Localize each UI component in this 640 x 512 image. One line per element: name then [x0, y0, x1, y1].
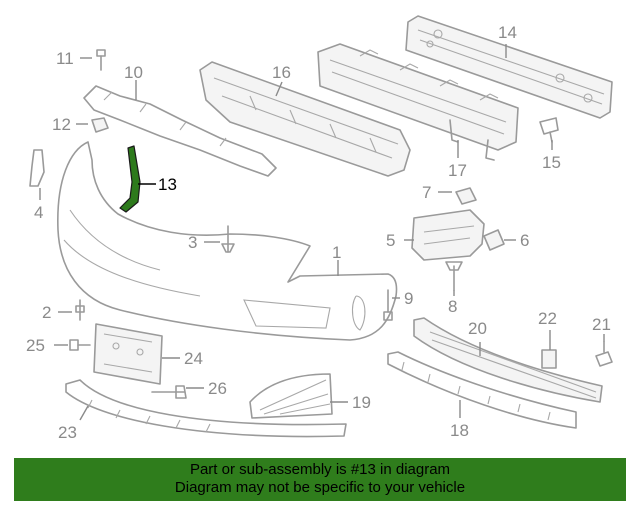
callout-10[interactable]: 10 — [124, 63, 143, 82]
part-5-housing[interactable] — [411, 209, 485, 261]
part-2-bolt[interactable] — [75, 299, 85, 321]
callout-20[interactable]: 20 — [468, 319, 487, 338]
part-21-bolt[interactable] — [595, 341, 613, 367]
part-22-plug[interactable] — [541, 349, 557, 369]
callout-13[interactable]: 13 — [158, 175, 177, 194]
banner-line-1: Part or sub-assembly is #13 in diagram — [189, 461, 451, 478]
part-7-nut[interactable] — [455, 187, 477, 205]
callout-25[interactable]: 25 — [26, 336, 45, 355]
callout-labels: 11 10 12 4 13 14 16 17 15 7 5 6 3 1 8 9 … — [26, 23, 611, 442]
part-17-absorber[interactable] — [317, 43, 519, 161]
part-14-impact-bar[interactable] — [405, 15, 613, 119]
part-18-lower-grille[interactable] — [387, 351, 577, 429]
part-13-bracket-highlighted[interactable] — [119, 145, 141, 213]
leader-lines — [39, 44, 605, 421]
callout-2[interactable]: 2 — [42, 303, 51, 322]
part-4-bracket[interactable] — [29, 149, 45, 187]
part-19-bezel[interactable] — [249, 373, 333, 419]
callout-18[interactable]: 18 — [450, 421, 469, 440]
callout-12[interactable]: 12 — [52, 115, 71, 134]
part-12-nut[interactable] — [91, 117, 109, 133]
callout-9[interactable]: 9 — [404, 289, 413, 308]
callout-15[interactable]: 15 — [542, 153, 561, 172]
part-8-pin[interactable] — [445, 261, 463, 291]
info-banner: Part or sub-assembly is #13 in diagram D… — [14, 458, 626, 501]
parts-diagram: 11 10 12 4 13 14 16 17 15 7 5 6 3 1 8 9 … — [26, 15, 613, 442]
part-23-molding[interactable] — [65, 379, 347, 438]
callout-8[interactable]: 8 — [448, 297, 457, 316]
callout-1[interactable]: 1 — [332, 243, 341, 262]
callout-21[interactable]: 21 — [592, 315, 611, 334]
callout-22[interactable]: 22 — [538, 309, 557, 328]
callout-16[interactable]: 16 — [272, 63, 291, 82]
banner-line-2: Diagram may not be specific to your vehi… — [174, 479, 466, 496]
part-24-license-bracket[interactable] — [93, 323, 163, 385]
part-11-bolt[interactable] — [96, 49, 106, 71]
callout-4[interactable]: 4 — [34, 203, 43, 222]
callout-11[interactable]: 11 — [56, 49, 74, 68]
callout-23[interactable]: 23 — [58, 423, 77, 442]
part-1-bumper-cover[interactable] — [57, 141, 398, 341]
part-25-bolt[interactable] — [69, 339, 91, 351]
part-15-pin[interactable] — [539, 117, 559, 143]
part-20-grille[interactable] — [413, 317, 603, 403]
callout-24[interactable]: 24 — [184, 349, 203, 368]
part-6-clip[interactable] — [483, 229, 505, 251]
callout-5[interactable]: 5 — [386, 231, 395, 250]
callout-17[interactable]: 17 — [448, 161, 467, 180]
part-16-absorber[interactable] — [199, 61, 411, 177]
part-3-pin[interactable] — [221, 225, 235, 253]
part-9-bolt[interactable] — [383, 289, 393, 321]
callout-6[interactable]: 6 — [520, 231, 529, 250]
part-10-bracket[interactable] — [83, 85, 277, 177]
callout-19[interactable]: 19 — [352, 393, 371, 412]
callout-26[interactable]: 26 — [208, 379, 227, 398]
part-26-pin[interactable] — [151, 385, 187, 399]
callout-7[interactable]: 7 — [422, 183, 431, 202]
callout-14[interactable]: 14 — [498, 23, 517, 42]
callout-3[interactable]: 3 — [188, 233, 197, 252]
